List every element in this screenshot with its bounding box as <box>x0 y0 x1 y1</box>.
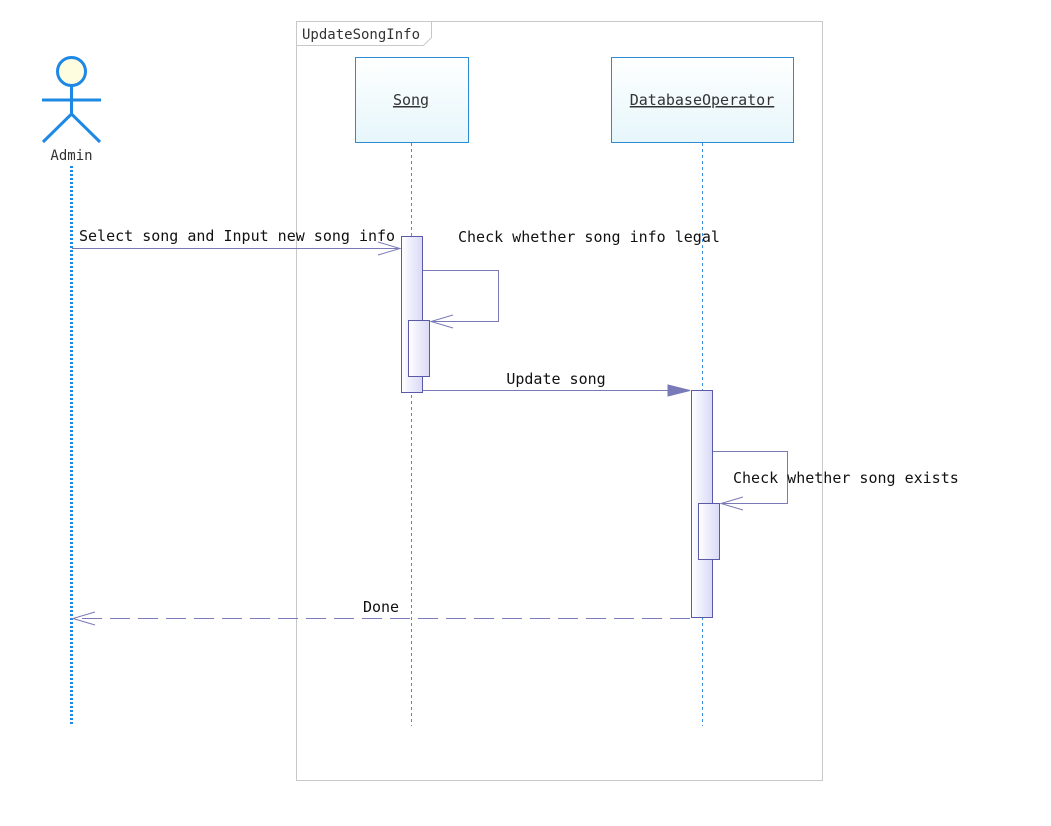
frame: UpdateSongInfo <box>296 21 823 781</box>
message-label: Check whether song info legal <box>458 228 720 246</box>
self-call-line <box>713 451 788 504</box>
object-database-operator[interactable]: DatabaseOperator <box>611 57 794 143</box>
actor-right-leg <box>70 112 102 144</box>
frame-label-tab <box>296 21 432 46</box>
database-operator-box <box>611 57 794 143</box>
message-arrowhead <box>667 384 691 397</box>
message-done[interactable]: Done <box>71 598 690 626</box>
actor-left-leg <box>41 112 73 144</box>
return-arrowhead <box>71 611 96 626</box>
database-operator-label: DatabaseOperator <box>630 91 775 109</box>
message-select-song[interactable]: Select song and Input new song info <box>72 227 402 256</box>
message-update-song[interactable]: Update song <box>423 370 691 397</box>
song-label: Song <box>393 91 429 109</box>
message-label: Update song <box>506 370 605 388</box>
frame-label: UpdateSongInfo <box>302 27 420 43</box>
actor-head <box>56 56 87 87</box>
actor-label: Admin <box>50 148 92 164</box>
message-check-song-exists[interactable]: Check whether song exists <box>713 451 959 511</box>
message-label: Select song and Input new song info <box>79 227 395 245</box>
message-label: Done <box>363 598 399 616</box>
object-song[interactable]: Song <box>355 57 469 143</box>
frame-border <box>296 21 823 781</box>
message-arrowhead <box>377 241 402 256</box>
message-label: Check whether song exists <box>733 469 959 487</box>
message-check-song-info[interactable]: Check whether song info legal <box>423 228 720 329</box>
self-call-arrowhead <box>429 314 454 329</box>
song-nested-activation <box>408 320 430 377</box>
song-box <box>355 57 469 143</box>
database-operator-nested-activation <box>698 503 720 560</box>
self-call-line <box>423 270 499 322</box>
actor-admin[interactable]: Admin <box>41 56 102 165</box>
self-call-arrowhead <box>719 496 744 511</box>
